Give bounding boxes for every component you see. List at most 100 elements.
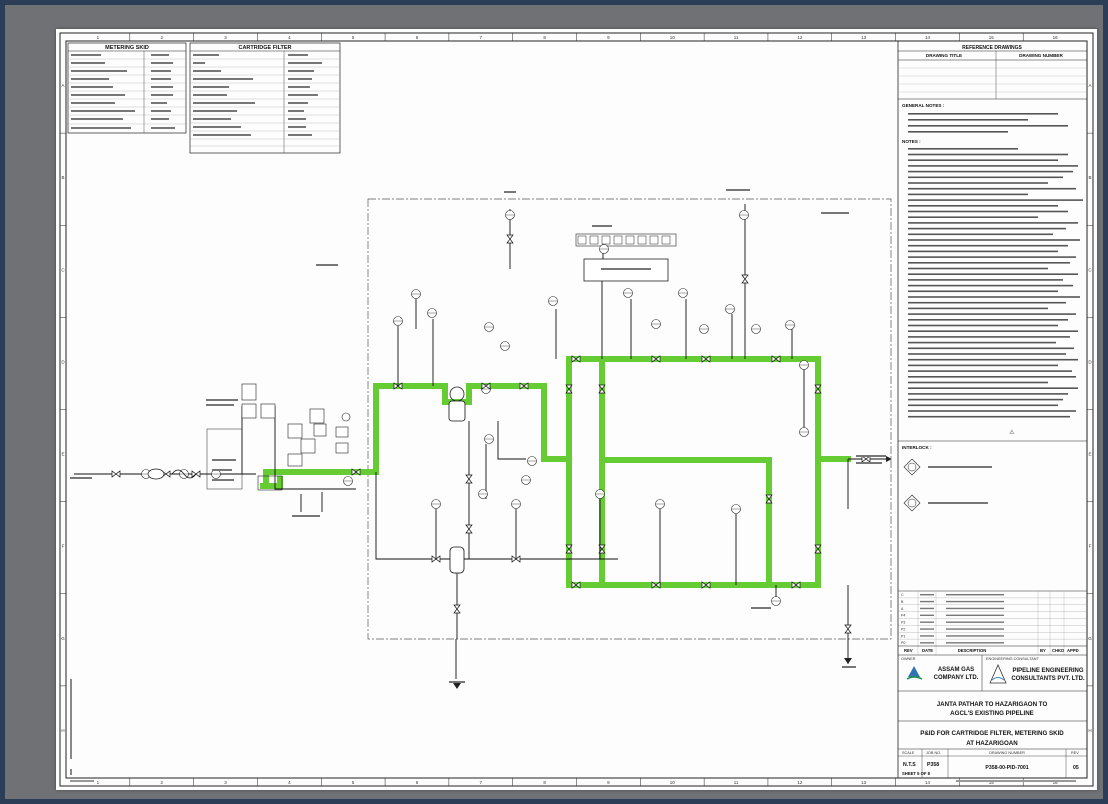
title-block-bottom: SCALE JOB NO. DRAWING NUMBER REV N.T.S P… bbox=[898, 749, 1087, 778]
valve bbox=[519, 382, 529, 390]
notes-end-triangle: ⚠ bbox=[1009, 429, 1015, 436]
revision-row: P0 bbox=[901, 641, 905, 645]
note-line bbox=[908, 296, 1080, 298]
note-line bbox=[908, 233, 1053, 236]
revision-row: B bbox=[901, 600, 904, 604]
valve bbox=[431, 555, 441, 563]
vent-label bbox=[726, 189, 750, 191]
zone-number: 1 bbox=[97, 35, 100, 40]
note-line bbox=[908, 131, 1008, 133]
zone-letter: A bbox=[1088, 83, 1091, 88]
note-line bbox=[908, 119, 1028, 121]
zone-number: 15 bbox=[989, 35, 995, 40]
annotation bbox=[316, 264, 338, 266]
zone-number: 11 bbox=[734, 780, 739, 785]
note-line bbox=[908, 273, 1078, 275]
footer-stamp bbox=[70, 780, 94, 782]
valve bbox=[481, 382, 491, 390]
zone-letter: H bbox=[1088, 728, 1091, 733]
zone-letter: B bbox=[1088, 175, 1091, 180]
zone-number: 9 bbox=[607, 780, 610, 785]
zone-letter: B bbox=[61, 175, 64, 180]
rev-header-date: DATE bbox=[922, 648, 933, 653]
drain-label bbox=[842, 666, 856, 668]
note-line bbox=[908, 182, 1048, 184]
vent-label bbox=[592, 225, 612, 227]
zone-letter: F bbox=[62, 544, 65, 549]
drawing-title-line2: AT HAZARIGOAN bbox=[966, 740, 1018, 747]
zone-number: 4 bbox=[288, 35, 291, 40]
zone-number: 13 bbox=[861, 780, 867, 785]
valve bbox=[814, 384, 822, 394]
side-stamp bbox=[70, 679, 72, 759]
note-line bbox=[908, 284, 1073, 287]
owner-consultant-block: OWNER ENGINEERING CONSULTANT ASSAM GAS C… bbox=[898, 655, 1087, 692]
note-line bbox=[908, 205, 1058, 207]
interlock-title: INTERLOCK : bbox=[902, 445, 932, 450]
valve bbox=[506, 234, 514, 244]
consultant-name-line1: PIPELINE ENGINEERING bbox=[1012, 668, 1083, 674]
inlet-equipment bbox=[241, 383, 351, 467]
owner-name-line2: COMPANY LTD. bbox=[934, 675, 979, 681]
owner-name-line1: ASSAM GAS bbox=[938, 667, 974, 673]
valve bbox=[814, 544, 822, 554]
drain-arrow bbox=[844, 658, 852, 664]
note-line bbox=[908, 290, 1058, 293]
outlet-label bbox=[856, 455, 886, 457]
cartridge-filter-title: CARTRIDGE FILTER bbox=[238, 45, 291, 51]
note-line bbox=[908, 313, 1076, 315]
zone-letter: C bbox=[61, 267, 65, 272]
valve bbox=[111, 470, 121, 478]
consultant-label: ENGINEERING CONSULTANT bbox=[986, 657, 1039, 661]
zone-letter: G bbox=[1088, 636, 1092, 641]
zone-letter: D bbox=[61, 359, 65, 364]
note-line bbox=[908, 199, 1083, 201]
footer-stamp bbox=[956, 780, 1076, 782]
valve bbox=[565, 544, 573, 554]
flexible-joint bbox=[171, 469, 197, 479]
note-line bbox=[908, 347, 1074, 350]
reference-drawings-title: REFERENCE DRAWINGS bbox=[962, 45, 1022, 51]
filter-vessel bbox=[448, 400, 466, 422]
valve bbox=[511, 555, 521, 563]
valve bbox=[651, 355, 661, 363]
valve bbox=[565, 384, 573, 394]
highlighted-pipeline bbox=[260, 356, 851, 588]
note-line bbox=[908, 216, 1038, 218]
zone-letter: H bbox=[61, 728, 64, 733]
zone-number: 10 bbox=[670, 780, 676, 785]
note-line bbox=[908, 113, 1058, 115]
valves bbox=[111, 234, 871, 634]
filter-vessel-top bbox=[449, 386, 465, 402]
revision-row: P4 bbox=[901, 614, 905, 618]
note-line bbox=[908, 358, 1078, 361]
zone-number: 9 bbox=[607, 35, 610, 40]
zone-number: 6 bbox=[416, 780, 419, 785]
zone-number: 10 bbox=[670, 35, 676, 40]
note-line bbox=[908, 393, 1068, 395]
zone-number: 5 bbox=[352, 780, 355, 785]
note-line bbox=[908, 341, 1056, 344]
valve bbox=[351, 468, 361, 476]
valve bbox=[701, 581, 711, 589]
note-line bbox=[908, 262, 1070, 264]
zone-number: 8 bbox=[543, 35, 546, 40]
valve bbox=[393, 382, 403, 390]
valve bbox=[465, 474, 473, 484]
note-line bbox=[908, 364, 1058, 367]
skid-boundary bbox=[367, 198, 892, 640]
note-line bbox=[908, 387, 1078, 389]
zone-number: 13 bbox=[861, 35, 867, 40]
note-line bbox=[908, 244, 1068, 247]
zone-number: 11 bbox=[734, 35, 739, 40]
zone-number: 14 bbox=[925, 35, 931, 40]
valve bbox=[465, 524, 473, 534]
zone-letter: E bbox=[1088, 452, 1091, 457]
inner-border bbox=[65, 40, 1088, 779]
revision-row: P2 bbox=[901, 627, 905, 631]
valve bbox=[741, 274, 749, 284]
revision-row: P3 bbox=[901, 621, 905, 625]
